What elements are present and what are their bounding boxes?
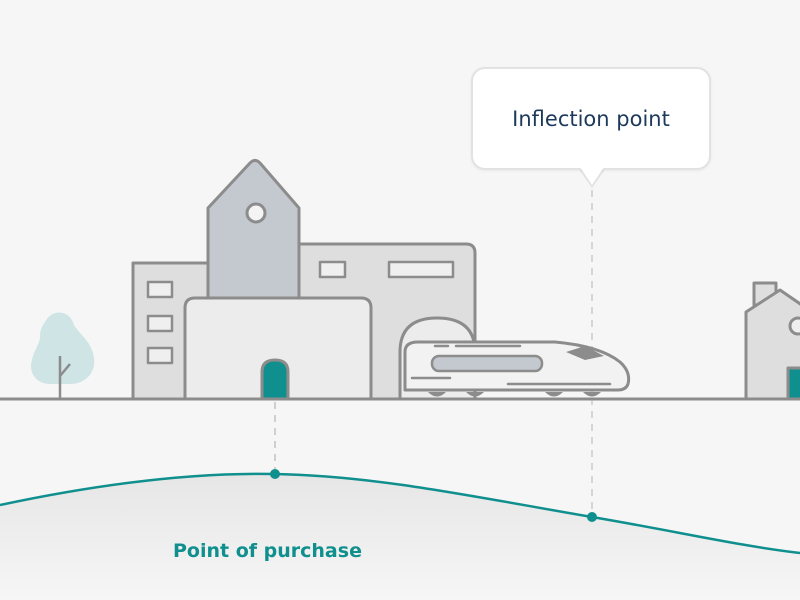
- journey-curve: [0, 472, 800, 555]
- inflection-point-label: Inflection point: [512, 106, 670, 131]
- inflection-point-marker: [587, 512, 597, 522]
- tree-icon: [30, 312, 95, 399]
- house-icon: [744, 281, 800, 401]
- tooltip-pointer-fill: [580, 167, 604, 185]
- purchase-point-marker: [270, 469, 280, 479]
- door-icon: [260, 358, 290, 401]
- inflection-point-tooltip: Inflection point: [471, 67, 711, 170]
- train-icon: [403, 340, 631, 397]
- point-of-purchase-label: Point of purchase: [173, 540, 362, 562]
- hill-shading: [0, 473, 800, 600]
